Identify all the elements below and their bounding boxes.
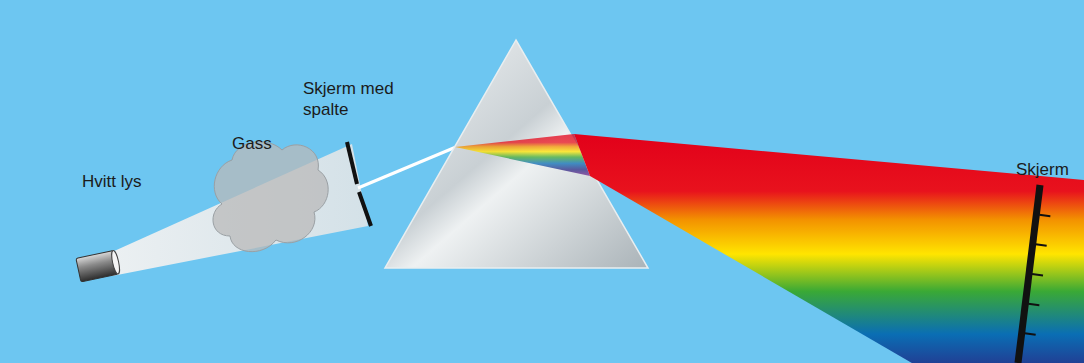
screen-label: Skjerm [1016,159,1080,180]
screen-tick [1028,304,1039,306]
lamp-label: Hvitt lys [82,171,192,192]
gas-label: Gass [232,133,302,154]
screen-tick [1039,215,1050,217]
gas-cloud [213,142,328,252]
spectrum-fan [574,134,1084,363]
lamp [76,250,121,282]
screen-tick [1036,244,1047,246]
slit-screen [359,192,371,226]
screen-ticks [1025,215,1051,335]
inner-spectrum [455,134,590,176]
screen-tick [1032,274,1043,276]
slit-screen [347,142,357,184]
screen-tick [1025,333,1036,335]
screen-label: Skjerm med spalte [303,78,403,120]
